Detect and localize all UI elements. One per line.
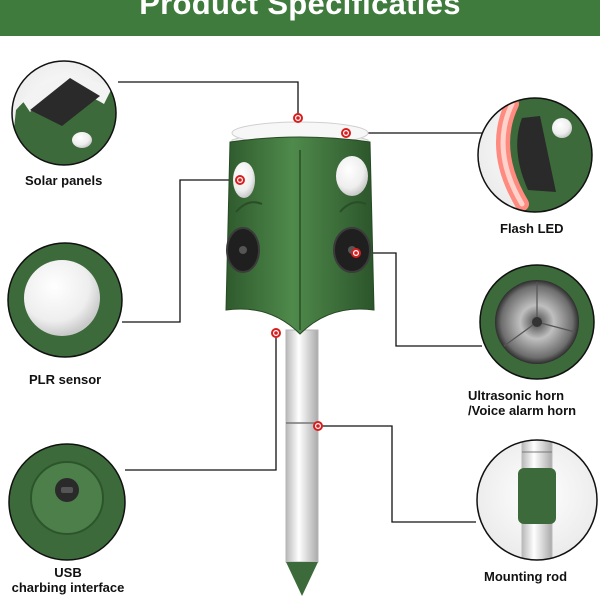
mounting-rod-shape: [285, 329, 319, 596]
solar-panel-detail-icon: [11, 60, 117, 166]
header-banner: Product Specificaties: [0, 0, 600, 36]
label-usb-line2: charbing interface: [11, 580, 125, 595]
label-ultrasonic-horn-line2: /Voice alarm horn: [468, 403, 577, 418]
label-solar-panels: Solar panels: [25, 173, 103, 188]
ultrasonic-horn-detail-icon: [479, 264, 595, 380]
label-usb-line1: USB: [54, 565, 82, 580]
leader-horn: [356, 252, 482, 347]
label-mounting-rod: Mounting rod: [484, 569, 568, 584]
leader-solar: [118, 81, 299, 118]
label-flash-led: Flash LED: [500, 221, 564, 236]
leader-rod: [318, 425, 476, 523]
page-title: Product Specificaties: [139, 0, 461, 21]
leader-usb: [125, 333, 277, 471]
device-head: [225, 121, 375, 335]
label-ultrasonic-horn: Ultrasonic horn /Voice alarm horn: [468, 388, 576, 418]
label-plr-sensor: PLR sensor: [29, 372, 102, 387]
leader-plr: [122, 179, 240, 323]
label-usb-interface: USB charbing interface: [0, 565, 136, 595]
flash-led-detail-icon: [477, 97, 593, 213]
mounting-rod-detail-icon: [476, 439, 598, 561]
plr-sensor-detail-icon: [7, 242, 123, 358]
usb-interface-detail-icon: [8, 443, 126, 561]
leader-lines: [118, 81, 488, 523]
label-ultrasonic-horn-line1: Ultrasonic horn: [468, 388, 565, 403]
